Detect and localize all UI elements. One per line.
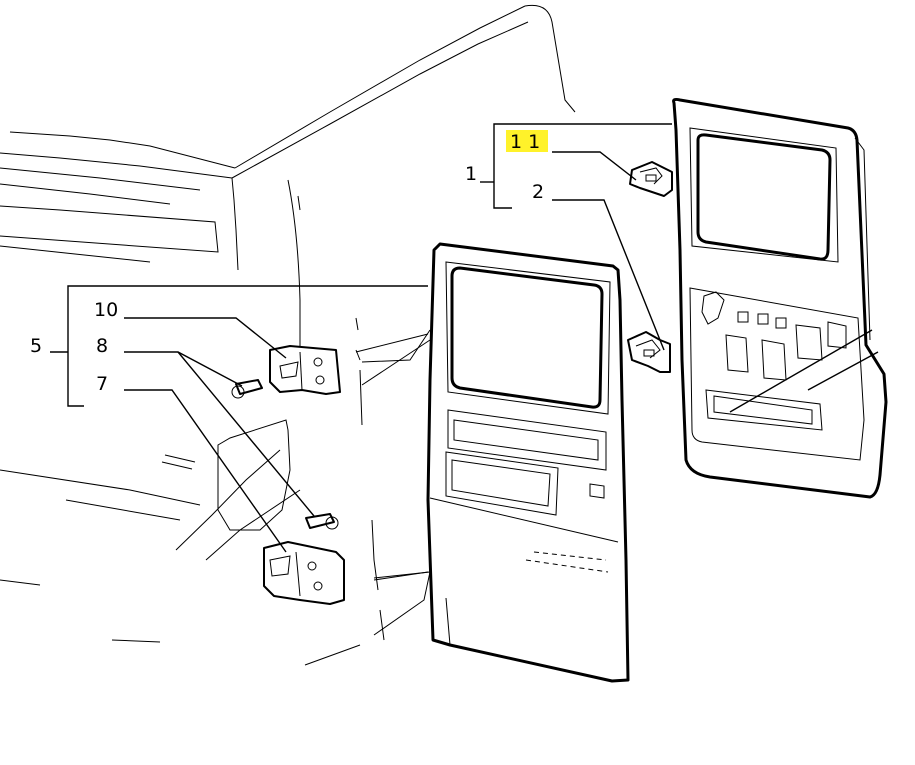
part-11-door-check (629, 161, 673, 197)
part-2-door-check (627, 331, 671, 373)
part-7-lower-hinge (263, 541, 345, 605)
van-body-outline (0, 4, 576, 666)
callout-leaders (50, 123, 672, 553)
part-8-bolt-upper (231, 379, 263, 399)
callout-2: 2 (532, 181, 544, 203)
right-rear-door (672, 97, 888, 499)
callout-10: 10 (94, 299, 118, 321)
callout-1: 1 (465, 163, 477, 185)
callout-11-highlight (506, 130, 548, 152)
left-rear-door (355, 242, 630, 683)
callout-8: 8 (96, 335, 108, 357)
part-8-bolt-lower (305, 513, 339, 530)
callout-11: 1 1 (510, 131, 540, 153)
part-10-upper-hinge (269, 345, 341, 395)
callout-5: 5 (30, 335, 42, 357)
callout-7: 7 (96, 373, 108, 395)
